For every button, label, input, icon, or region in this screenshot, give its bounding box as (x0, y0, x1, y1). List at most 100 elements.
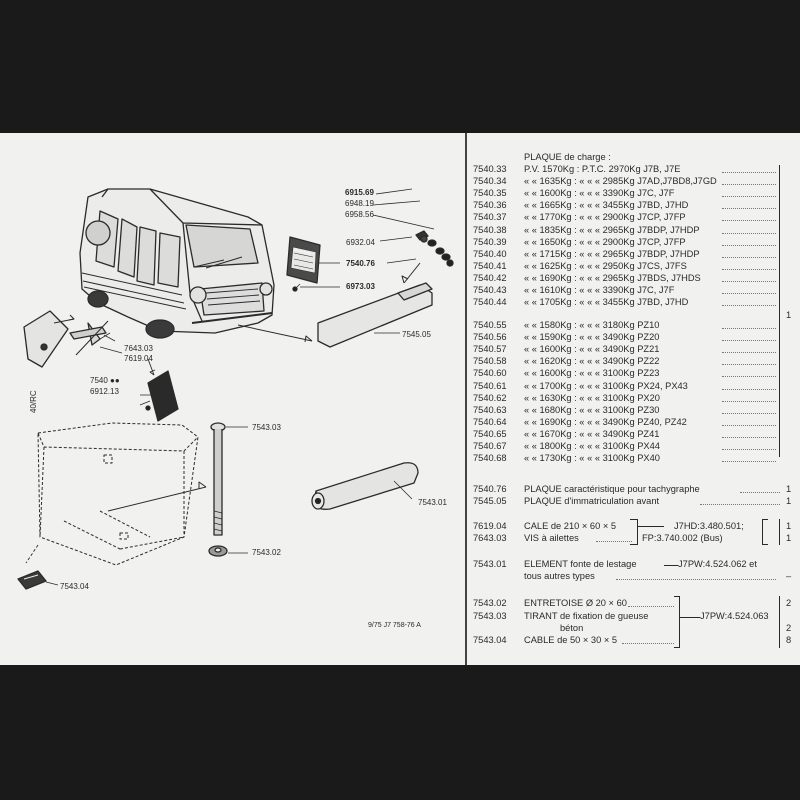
charge-row: 7540.57 « « 1600Kg : « « « 3490Kg PZ21 (0, 343, 800, 355)
label-6932-04: 6932.04 (346, 238, 375, 247)
desc-element: ELEMENT fonte de lestage (524, 559, 637, 569)
row-7540-76: 7540.76 PLAQUE caractéristique pour tach… (0, 483, 800, 495)
ballast-element-drawing (311, 462, 419, 510)
charge-row-ref: 7540.68 (473, 453, 507, 464)
charge-row: 7540.38« « 1835Kg : « « « 2965Kg J7BDP, … (0, 224, 800, 236)
charge-row-ref: 7540.43 (473, 285, 507, 295)
charge-row-ref: 7540.38 (473, 224, 507, 235)
charge-row-ref: 7540.58 (473, 356, 507, 367)
charge-row-ref: 7540.60 (473, 368, 507, 379)
charge-row-ref: 7540.61 (473, 380, 507, 391)
charge-row-desc: « « 1690Kg : « « « 2965Kg J7BDS, J7HDS (524, 272, 701, 283)
ref-7540-76: 7540.76 (473, 484, 507, 494)
ref-7543-02: 7543.02 (473, 598, 507, 608)
charge-row-desc: « « 1665Kg : « « « 3455Kg J7BD, J7HD (524, 200, 689, 211)
charge-row-desc: « « 1600Kg : « « « 3100Kg PZ23 (524, 368, 660, 379)
charge-row: 7540.43« « 1610Kg : « « « 3390Kg J7C, J7… (0, 284, 800, 296)
side-note: 40/RC (29, 390, 38, 413)
row-7545-05: 7545.05 PLAQUE d'immatriculation avant 1 (0, 495, 800, 507)
charge-row-desc: « « 1600Kg : « « « 3490Kg PZ21 (524, 344, 660, 355)
charge-row-ref: 7540.33 (473, 164, 507, 174)
charge-row: 7540.60 « « 1600Kg : « « « 3100Kg PZ23 (0, 367, 800, 379)
charge-row-desc: « « 1800Kg : « « « 3100Kg PX44 (524, 441, 660, 451)
desc-vis: VIS à ailettes (524, 533, 579, 543)
qty-vis: 1 (786, 533, 792, 543)
charge-row: 7540.41« « 1625Kg : « « « 2950Kg J7CS, J… (0, 260, 800, 272)
charge-row: 7540.63« « 1680Kg : « « « 3100Kg PZ30 (0, 404, 800, 416)
label-7543-01: 7543.01 (418, 498, 447, 507)
label-7643-03: 7643.03 (124, 344, 153, 353)
charge-row-ref: 7540.67 (473, 441, 507, 451)
charge-row-desc: « « 1715Kg : « « « 2965Kg J7BDP, J7HDP (524, 248, 700, 259)
charge-row-desc: « « 1705Kg : « « « 3455Kg J7BD, J7HD (524, 297, 689, 308)
ref-7643-03: 7643.03 (473, 533, 507, 543)
charge-row-ref: 7540.65 (473, 428, 507, 439)
tachograph-plate-drawing (286, 236, 340, 292)
drawing-footer-code: 9/75 J7 758-76 A (368, 622, 421, 629)
charge-row-desc: « « 1635Kg : « « « 2985Kg J7AD,J7BD8,J7G… (524, 176, 717, 187)
charge-row-ref: 7540.55 (473, 320, 507, 330)
qty-tirant: 2 (786, 623, 792, 633)
charge-row-ref: 7540.64 (473, 416, 507, 427)
charge-row-ref: 7540.39 (473, 236, 507, 247)
row-7543-01: 7543.01 ELEMENT fonte de lestage J7PW:4.… (0, 558, 800, 570)
desc-cable: CABLE de 50 × 30 × 5 (524, 635, 618, 645)
charge-quantity: 1 (786, 310, 792, 320)
charge-row: 7540.58 « « 1620Kg : « « « 3490Kg PZ22 (0, 355, 800, 367)
note-cale: J7HD:3.480.501; (674, 521, 744, 531)
parts-diagram: 6915.69 6948.19 6958.56 6932.04 7540.76 … (17, 188, 454, 629)
charge-row-desc: « « 1625Kg : « « « 2950Kg J7CS, J7FS (524, 260, 687, 271)
van-illustration (79, 188, 275, 339)
column-divider (465, 133, 467, 665)
charge-row-desc: « « 1650Kg : « « « 2900Kg J7CP, J7FP (524, 236, 686, 247)
desc-tacho: PLAQUE caractéristique pour tachygraphe (524, 484, 700, 494)
charge-row: 7540.56 « « 1590Kg : « « « 3490Kg PZ20 (0, 331, 800, 343)
charge-row-desc: « « 1700Kg : « « « 3100Kg PX24, PX43 (524, 380, 688, 391)
label-7540-76: 7540.76 (346, 259, 375, 268)
plate-sign-text: PLAQUE (294, 247, 311, 256)
row-7619-04: 7619.04 CALE de 210 × 60 × 5 J7HD:3.480.… (0, 520, 800, 532)
charge-row-desc: « « 1770Kg : « « « 2900Kg J7CP, J7FP (524, 212, 686, 223)
rear-plate-drawing (139, 358, 179, 422)
note-group: J7PW:4.524.063 (700, 611, 769, 621)
label-6973-03: 6973.03 (346, 282, 375, 291)
ref-7543-04: 7543.04 (473, 635, 507, 645)
label-7543-04: 7543.04 (60, 582, 89, 591)
charge-row: 7540.35« « 1600Kg : « « « 3390Kg J7C, J7… (0, 187, 800, 199)
label-7540: 7540 ●● (90, 376, 120, 385)
charge-bracket (779, 165, 780, 457)
charge-row: 7540.67 « « 1800Kg : « « « 3100Kg PX44 (0, 440, 800, 452)
charge-row-desc: « « 1620Kg : « « « 3490Kg PZ22 (524, 356, 660, 367)
charge-row-desc: « « 1680Kg : « « « 3100Kg PZ30 (524, 404, 660, 415)
qty-immat: 1 (786, 496, 792, 506)
desc-cale: CALE de 210 × 60 × 5 (524, 521, 617, 531)
qty-tacho: 1 (786, 484, 792, 494)
charge-row-ref: 7540.57 (473, 344, 507, 355)
label-7543-03: 7543.03 (252, 423, 281, 432)
charge-row-desc: « « 1590Kg : « « « 3490Kg PZ20 (524, 332, 660, 343)
charge-row-ref: 7540.62 (473, 392, 507, 403)
qty-cable: 8 (786, 635, 792, 645)
label-6958-56: 6958.56 (345, 210, 374, 219)
charge-row: 7540.44« « 1705Kg : « « « 3455Kg J7BD, J… (0, 296, 800, 308)
charge-row: 7540.37 « « 1770Kg : « « « 2900Kg J7CP, J… (0, 211, 800, 223)
ref-7545-05: 7545.05 (473, 496, 507, 506)
cable-mat-drawing (17, 544, 59, 590)
charge-row-ref: 7540.40 (473, 248, 507, 259)
desc-tirant-2: béton (560, 623, 584, 633)
charge-row-ref: 7540.56 (473, 332, 507, 343)
qty-entretoise: 2 (786, 598, 792, 608)
ref-7619-04: 7619.04 (473, 521, 507, 531)
charge-row-desc: « « 1690Kg : « « « 3490Kg PZ40, PZ42 (524, 416, 687, 427)
charge-row: 7540.68« « 1730Kg : « « « 3100Kg PX40 (0, 452, 800, 464)
charge-row-ref: 7540.37 (473, 212, 507, 223)
charge-row: 7540.61 « « 1700Kg : « « « 3100Kg PX24, P… (0, 380, 800, 392)
charge-row-ref: 7540.42 (473, 272, 507, 283)
row-7543-03-cont: béton 2 (0, 622, 800, 634)
desc-tirant: TIRANT de fixation de gueuse (524, 611, 649, 621)
label-6915-69: 6915.69 (345, 188, 374, 197)
label-6948-19: 6948.19 (345, 199, 374, 208)
hardware-parts (372, 188, 454, 267)
charge-row: 7540.34« « 1635Kg : « « « 2985Kg J7AD,J7… (0, 175, 800, 187)
